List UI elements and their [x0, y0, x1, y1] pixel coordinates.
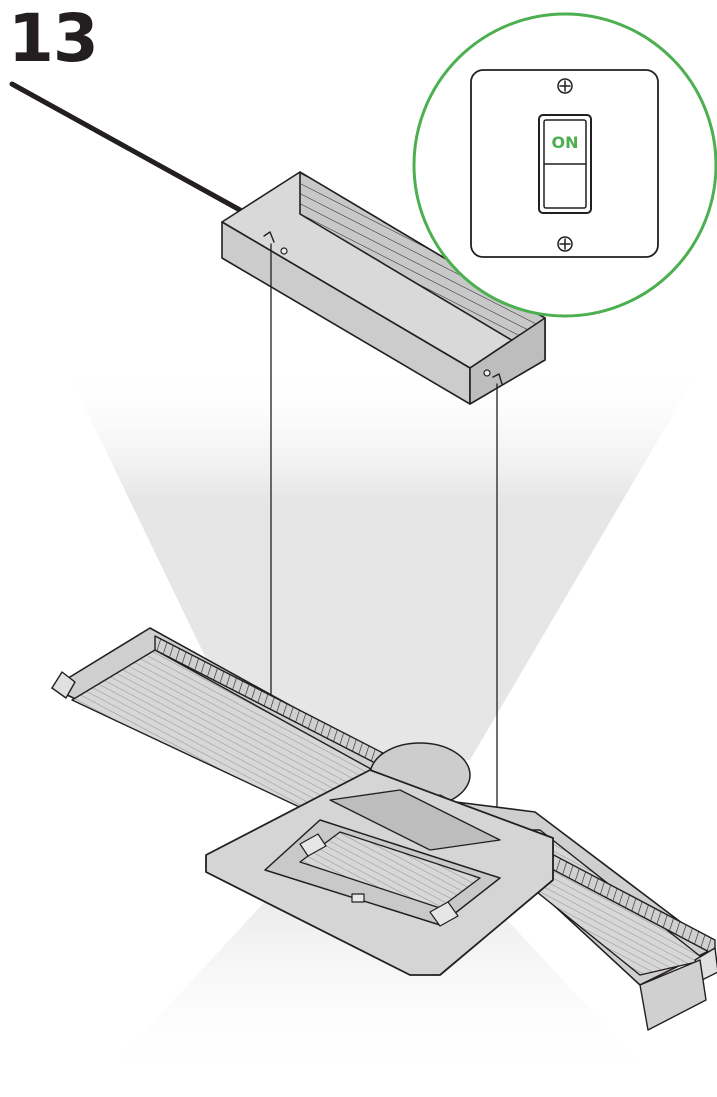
light-switch-icon: ON — [538, 114, 592, 214]
power-cable — [9, 81, 243, 213]
light-beam-upper — [62, 360, 705, 760]
lamp-fixture — [51, 627, 717, 1031]
screw-icon — [280, 247, 288, 255]
driver-box — [221, 171, 546, 405]
switch-callout: ON — [412, 12, 717, 318]
screw-icon — [557, 78, 573, 94]
light-beam-lower — [95, 880, 660, 1085]
screw-icon — [557, 236, 573, 252]
switch-state-label: ON — [552, 133, 579, 152]
step-number: 13 — [8, 0, 99, 77]
screw-icon — [483, 369, 491, 377]
